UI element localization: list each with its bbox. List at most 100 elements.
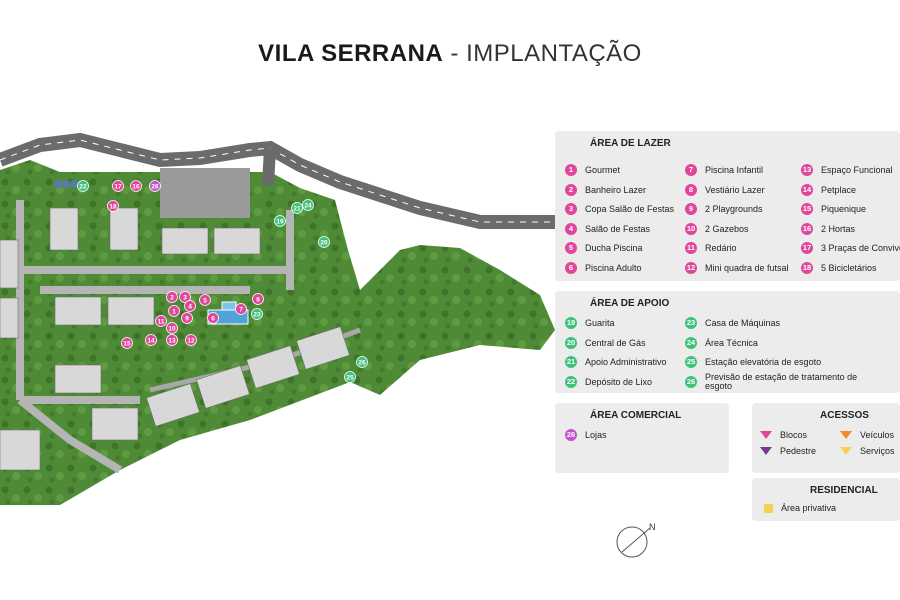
- leisure-number-badge: 9: [685, 203, 697, 215]
- support-number-badge: 25: [685, 356, 697, 368]
- map-marker: [252, 293, 264, 305]
- leisure-number-badge: 17: [801, 242, 813, 254]
- leisure-item-label: Petplace: [821, 184, 857, 195]
- support-number-badge: 24: [685, 336, 697, 349]
- list-item: 25 Estação elevatória de esgoto: [685, 355, 821, 369]
- map-marker-label: 10: [168, 326, 176, 333]
- access-pedestre: Pedestre: [760, 444, 816, 458]
- map-marker-label: 17: [114, 184, 122, 191]
- residential-panel: RESIDENCIAL Área privativa: [752, 478, 900, 521]
- servicos-label: Serviços: [860, 446, 895, 456]
- map-marker: [121, 337, 133, 349]
- commercial-header: ÁREA COMERCIAL: [590, 410, 682, 421]
- leisure-item-label: Piscina Adulto: [585, 262, 642, 273]
- map-marker: [356, 356, 368, 368]
- leisure-item-label: Piquenique: [821, 204, 867, 214]
- map-marker: [166, 334, 178, 346]
- leisure-number-badge: 18: [801, 261, 813, 274]
- map-marker-label: 25: [346, 375, 354, 382]
- blocos-label: Blocos: [780, 430, 808, 440]
- leisure-item-label: 3 Praças de Convivência: [821, 243, 900, 253]
- map-marker-label: 15: [123, 341, 131, 348]
- support-item-label: Área Técnica: [705, 337, 758, 348]
- leisure-item-label: Mini quadra de futsal: [705, 262, 789, 273]
- map-marker: [77, 180, 89, 192]
- map-marker: [235, 303, 247, 315]
- support-item-label: Casa de Máquinas: [705, 318, 781, 328]
- access-veiculos: Veículos: [840, 428, 894, 442]
- leisure-item-label: Banheiro Lazer: [585, 184, 647, 195]
- leisure-item-label: 2 Playgrounds: [705, 204, 763, 214]
- servicos-triangle-icon: [840, 447, 852, 455]
- support-number-badge: 22: [565, 375, 577, 388]
- map-marker-label: 11: [158, 319, 165, 326]
- map-marker: [149, 180, 161, 192]
- support-item-label: Estação elevatória de esgoto: [705, 357, 822, 367]
- map-marker-label: 23: [253, 312, 261, 319]
- map-marker-label: 13: [168, 338, 176, 345]
- support-number-badge: 21: [565, 356, 577, 368]
- commercial-item-label: Lojas: [585, 430, 607, 440]
- map-marker: [181, 312, 193, 324]
- map-marker-label: 14: [147, 338, 155, 345]
- map-marker-label: 21: [293, 206, 301, 213]
- leisure-item-label: Gourmet: [585, 165, 621, 175]
- commercial-number-badge: 26: [565, 429, 577, 441]
- veiculos-label: Veículos: [860, 430, 895, 440]
- leisure-number-badge: 8: [685, 183, 697, 196]
- list-item: 15 Piquenique: [801, 202, 866, 216]
- leisure-number-badge: 3: [565, 203, 577, 215]
- list-item: 17 3 Praças de Convivência: [801, 241, 900, 255]
- leisure-item-label: Redário: [705, 243, 737, 253]
- map-marker: [291, 202, 303, 214]
- map-marker: [344, 371, 356, 383]
- support-item-label: Guarita: [585, 318, 615, 328]
- blocos-triangle-icon: [760, 431, 772, 439]
- pedestre-label: Pedestre: [780, 446, 817, 456]
- map-marker-label: 24: [304, 203, 312, 210]
- map-marker: [145, 334, 157, 346]
- leisure-number-badge: 15: [801, 203, 813, 215]
- support-item-label: Central de Gás: [585, 337, 646, 348]
- title-bold: VILA SERRANA: [258, 40, 444, 67]
- veiculos-triangle-icon: [840, 431, 852, 439]
- map-marker: [179, 291, 191, 303]
- title-light: IMPLANTAÇÃO: [466, 40, 642, 67]
- compass-icon: N: [616, 522, 656, 558]
- leisure-number-badge: 16: [801, 222, 813, 235]
- commercial-lot: [160, 168, 250, 218]
- support-item-label: Previsão de estação de tratamento de esg…: [705, 371, 858, 391]
- leisure-item-label: Piscina Infantil: [705, 165, 764, 175]
- map-marker-label: 7: [239, 307, 243, 314]
- leisure-header: ÁREA DE LAZER: [590, 138, 671, 149]
- internal-road: [16, 200, 294, 404]
- private-area-square-icon: [764, 503, 773, 513]
- map-marker: [251, 308, 263, 320]
- leisure-item-label: Salão de Festas: [585, 223, 651, 234]
- map-marker-label: 26: [151, 184, 159, 191]
- map-marker: [107, 200, 119, 212]
- leisure-number-badge: 12: [685, 261, 697, 274]
- leisure-item-label: Espaço Funcional: [821, 165, 893, 175]
- map-marker: [112, 180, 124, 192]
- leisure-number-badge: 10: [685, 222, 697, 235]
- access-servicos: Serviços: [840, 444, 895, 458]
- map-marker: [166, 322, 178, 334]
- list-item: 9 2 Playgrounds: [685, 202, 763, 216]
- map-marker: [166, 291, 178, 303]
- map-marker-label: 4: [188, 304, 192, 311]
